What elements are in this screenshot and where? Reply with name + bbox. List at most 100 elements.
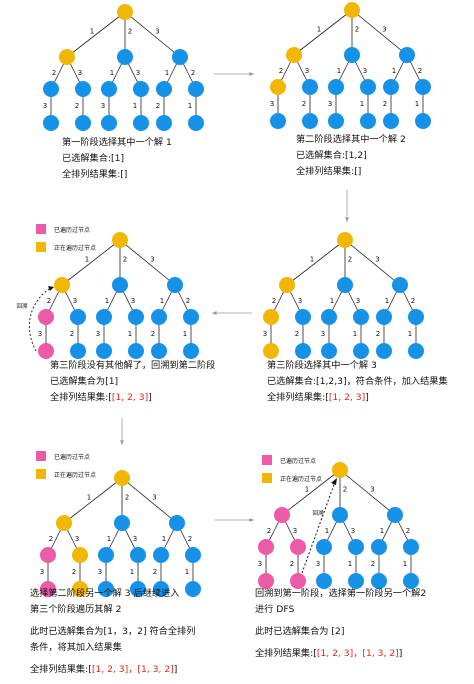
edge-label: 2 xyxy=(123,256,127,264)
tree-node xyxy=(403,573,419,589)
edge-label: 3 xyxy=(43,102,47,110)
tree-node xyxy=(263,343,279,359)
caption-line: 条件，将其加入结果集 xyxy=(30,642,122,653)
tree-node xyxy=(353,343,369,359)
tree-node xyxy=(128,343,144,359)
edge-label: 1 xyxy=(128,330,132,338)
tree-node xyxy=(316,573,332,589)
tree-node xyxy=(40,547,56,563)
tree-node xyxy=(151,343,167,359)
edge-label: 2 xyxy=(343,486,347,494)
tree-node xyxy=(408,343,424,359)
edge-label: 1 xyxy=(360,100,364,108)
tree-node xyxy=(38,343,54,359)
tree-node xyxy=(128,309,144,325)
tree-node xyxy=(56,515,72,531)
tree-edge xyxy=(281,469,341,516)
tree-node xyxy=(130,581,146,597)
edge-label: 1 xyxy=(305,486,309,494)
caption-line: 第三阶段没有其他解了，回溯到第二阶段 xyxy=(50,360,216,371)
tree-node xyxy=(360,113,376,129)
caption-panel-5: 选择第二阶段另一个解 3 后继续进入 第三个阶段遍历其解 2 此时已选解集合为[… xyxy=(30,586,195,678)
tree-node xyxy=(316,539,332,555)
edge-label: 3 xyxy=(98,568,102,576)
edge-label: 2 xyxy=(290,560,294,568)
edge-label: 3 xyxy=(263,330,267,338)
tree-node xyxy=(75,115,91,131)
tree-node xyxy=(321,343,337,359)
edge-label: 2 xyxy=(191,69,195,77)
caption-line: 此时已选解集合为[1，3，2] 符合全排列 xyxy=(30,626,196,637)
tree-node xyxy=(98,581,114,597)
edge-label: 2 xyxy=(355,26,359,34)
edge-label: 2 xyxy=(418,67,422,75)
edge-label: 2 xyxy=(406,527,410,535)
tree-node xyxy=(188,81,204,97)
caption-line: 此时已选解集合为 [2] xyxy=(255,626,345,637)
tree-node xyxy=(43,81,59,97)
tree-edge xyxy=(61,239,121,286)
legend-visited-swatch xyxy=(262,455,272,465)
edge-label: 1 xyxy=(183,330,187,338)
edge-label: 3 xyxy=(75,535,79,543)
tree-node xyxy=(130,547,146,563)
edge-label: 1 xyxy=(133,102,137,110)
edge-label: 1 xyxy=(325,527,329,535)
tree-node xyxy=(153,581,169,597)
edge-label: 2 xyxy=(188,535,192,543)
tree-node xyxy=(70,343,86,359)
legend-current-label: 正在遍历过节点 xyxy=(280,475,322,483)
edge-label: 1 xyxy=(87,494,91,502)
edge-label: 2 xyxy=(70,330,74,338)
tree-edge xyxy=(344,239,401,286)
edge-label: 2 xyxy=(72,568,76,576)
edge-label: 1 xyxy=(85,256,89,264)
tree-node xyxy=(415,113,431,129)
legend-current-label: 正在遍历过节点 xyxy=(54,471,96,479)
edge-label: 2 xyxy=(151,330,155,338)
edge-label: 2 xyxy=(376,330,380,338)
edge-label: 3 xyxy=(73,297,77,305)
edge-label: 2 xyxy=(52,69,56,77)
legend-visited-swatch xyxy=(36,451,46,461)
edge-label: 1 xyxy=(162,535,166,543)
caption-line: 全排列结果集:[[1, 2, 3]] xyxy=(267,392,369,403)
edge-label: 3 xyxy=(152,494,156,502)
result-highlight: [1, 2, 3]，[1, 3, 2] xyxy=(91,664,174,675)
backtrack-arrow-head xyxy=(48,286,54,291)
edge-label: 3 xyxy=(270,100,274,108)
edge-label: 2 xyxy=(348,256,352,264)
caption-line: 已选解集合:[1] xyxy=(62,153,125,164)
caption-panel-1: 第一阶段选择其中一个解 1 已选解集合:[1] 全排列结果集:[] xyxy=(62,135,172,183)
tree-edge xyxy=(121,477,178,524)
edge-label: 2 xyxy=(75,102,79,110)
tree-node xyxy=(40,581,56,597)
edge-label: 1 xyxy=(185,568,189,576)
edge-label: 3 xyxy=(298,297,302,305)
legend-current-label: 正在遍历过节点 xyxy=(54,244,96,252)
caption-line: 选择第二阶段另一个解 3 后继续进入 xyxy=(30,588,180,599)
tree-node xyxy=(383,79,399,95)
edge-label: 3 xyxy=(305,67,309,75)
edge-label: 1 xyxy=(403,560,407,568)
edge-label: 2 xyxy=(156,102,160,110)
tree-node xyxy=(387,507,403,523)
caption-line: 第一阶段选择其中一个解 1 xyxy=(62,137,172,148)
edge-label: 1 xyxy=(160,297,164,305)
edge-label: 3 xyxy=(356,297,360,305)
tree-node xyxy=(321,309,337,325)
tree-edge xyxy=(293,9,353,56)
edge-label: 2 xyxy=(47,297,51,305)
caption-panel-4: 第三阶段选择其中一个解 3 已选解集合:[1,2,3]，符合条件，加入结果集 全… xyxy=(267,358,448,406)
tree-node xyxy=(415,79,431,95)
caption-line: 全排列结果集:[[1, 2, 3]] xyxy=(50,392,152,403)
legend-current-swatch xyxy=(36,242,46,252)
caption-panel-3: 第三阶段没有其他解了，回溯到第二阶段 已选解集合为[1] 全排列结果集:[[1,… xyxy=(50,358,215,406)
legend-visited-label: 已遍历过节点 xyxy=(54,226,90,234)
tree-node xyxy=(185,547,201,563)
root-node xyxy=(112,232,128,248)
tree-node xyxy=(376,343,392,359)
tree-node xyxy=(156,81,172,97)
edge-label: 3 xyxy=(96,330,100,338)
tree-edge xyxy=(63,477,123,524)
